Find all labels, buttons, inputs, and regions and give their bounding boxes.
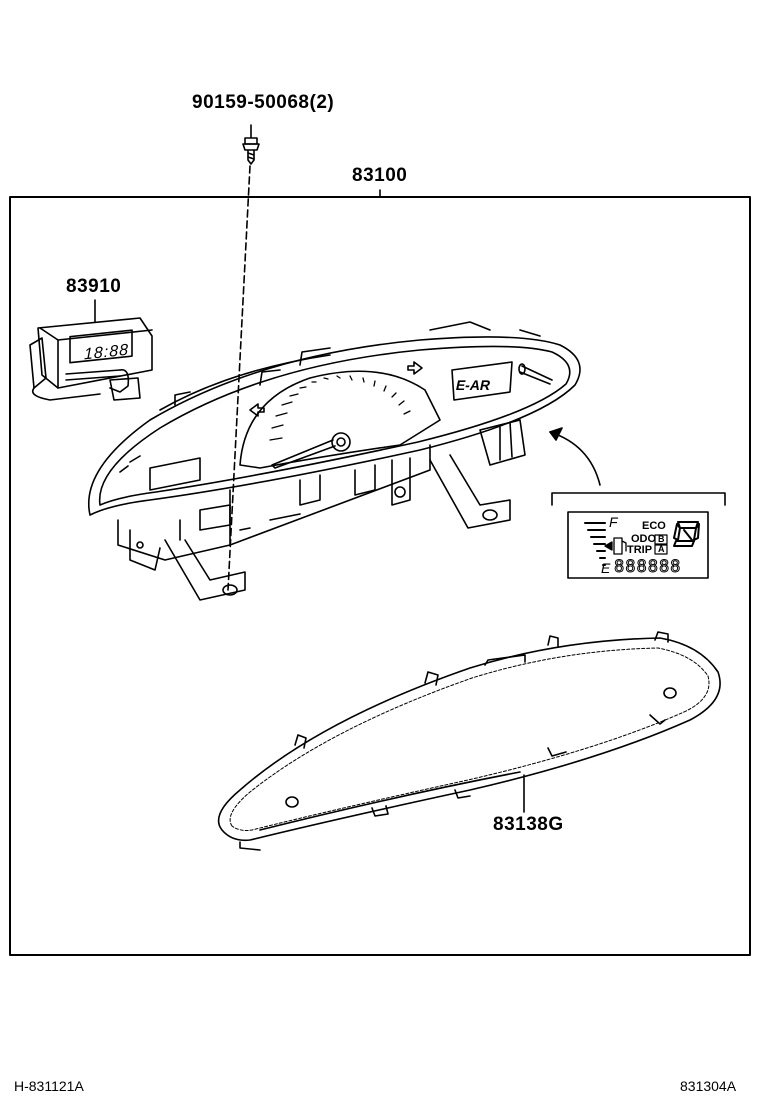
screw-icon (242, 137, 260, 165)
gear-segment-digit-icon (673, 521, 700, 547)
fuel-gauge-bars (584, 522, 606, 566)
part-label-assembly: 83100 (352, 165, 408, 186)
lcd-odo-label: ODO (631, 533, 657, 545)
lcd-odometer-digits: 888888 (613, 557, 682, 578)
footer-left-code: H-831121A (14, 1078, 84, 1094)
trip-selector-boxes (654, 534, 668, 555)
clock-unit-icon (29, 299, 153, 401)
lcd-trip-a: A (658, 544, 665, 554)
part-label-clock: 83910 (66, 276, 122, 297)
fuel-pump-icon (604, 537, 627, 555)
lcd-trip-b: B (658, 534, 665, 544)
lcd-fuel-full: F (609, 514, 618, 530)
instrument-cluster-icon: E-AR (88, 321, 581, 601)
inset-bracket (551, 492, 726, 506)
svg-text:E-AR: E-AR (454, 377, 492, 393)
lcd-eco-label: ECO (642, 520, 666, 532)
lcd-fuel-empty: E (601, 560, 611, 576)
footer-right-code: 831304A (680, 1078, 737, 1094)
meter-glass-icon (217, 631, 721, 851)
lcd-inset-frame (567, 511, 709, 579)
lcd-trip-label: TRIP (627, 544, 653, 556)
callout-arrow-icon (549, 427, 601, 486)
part-label-screw: 90159-50068(2) (192, 92, 335, 113)
part-label-glass: 83138G (493, 814, 564, 835)
